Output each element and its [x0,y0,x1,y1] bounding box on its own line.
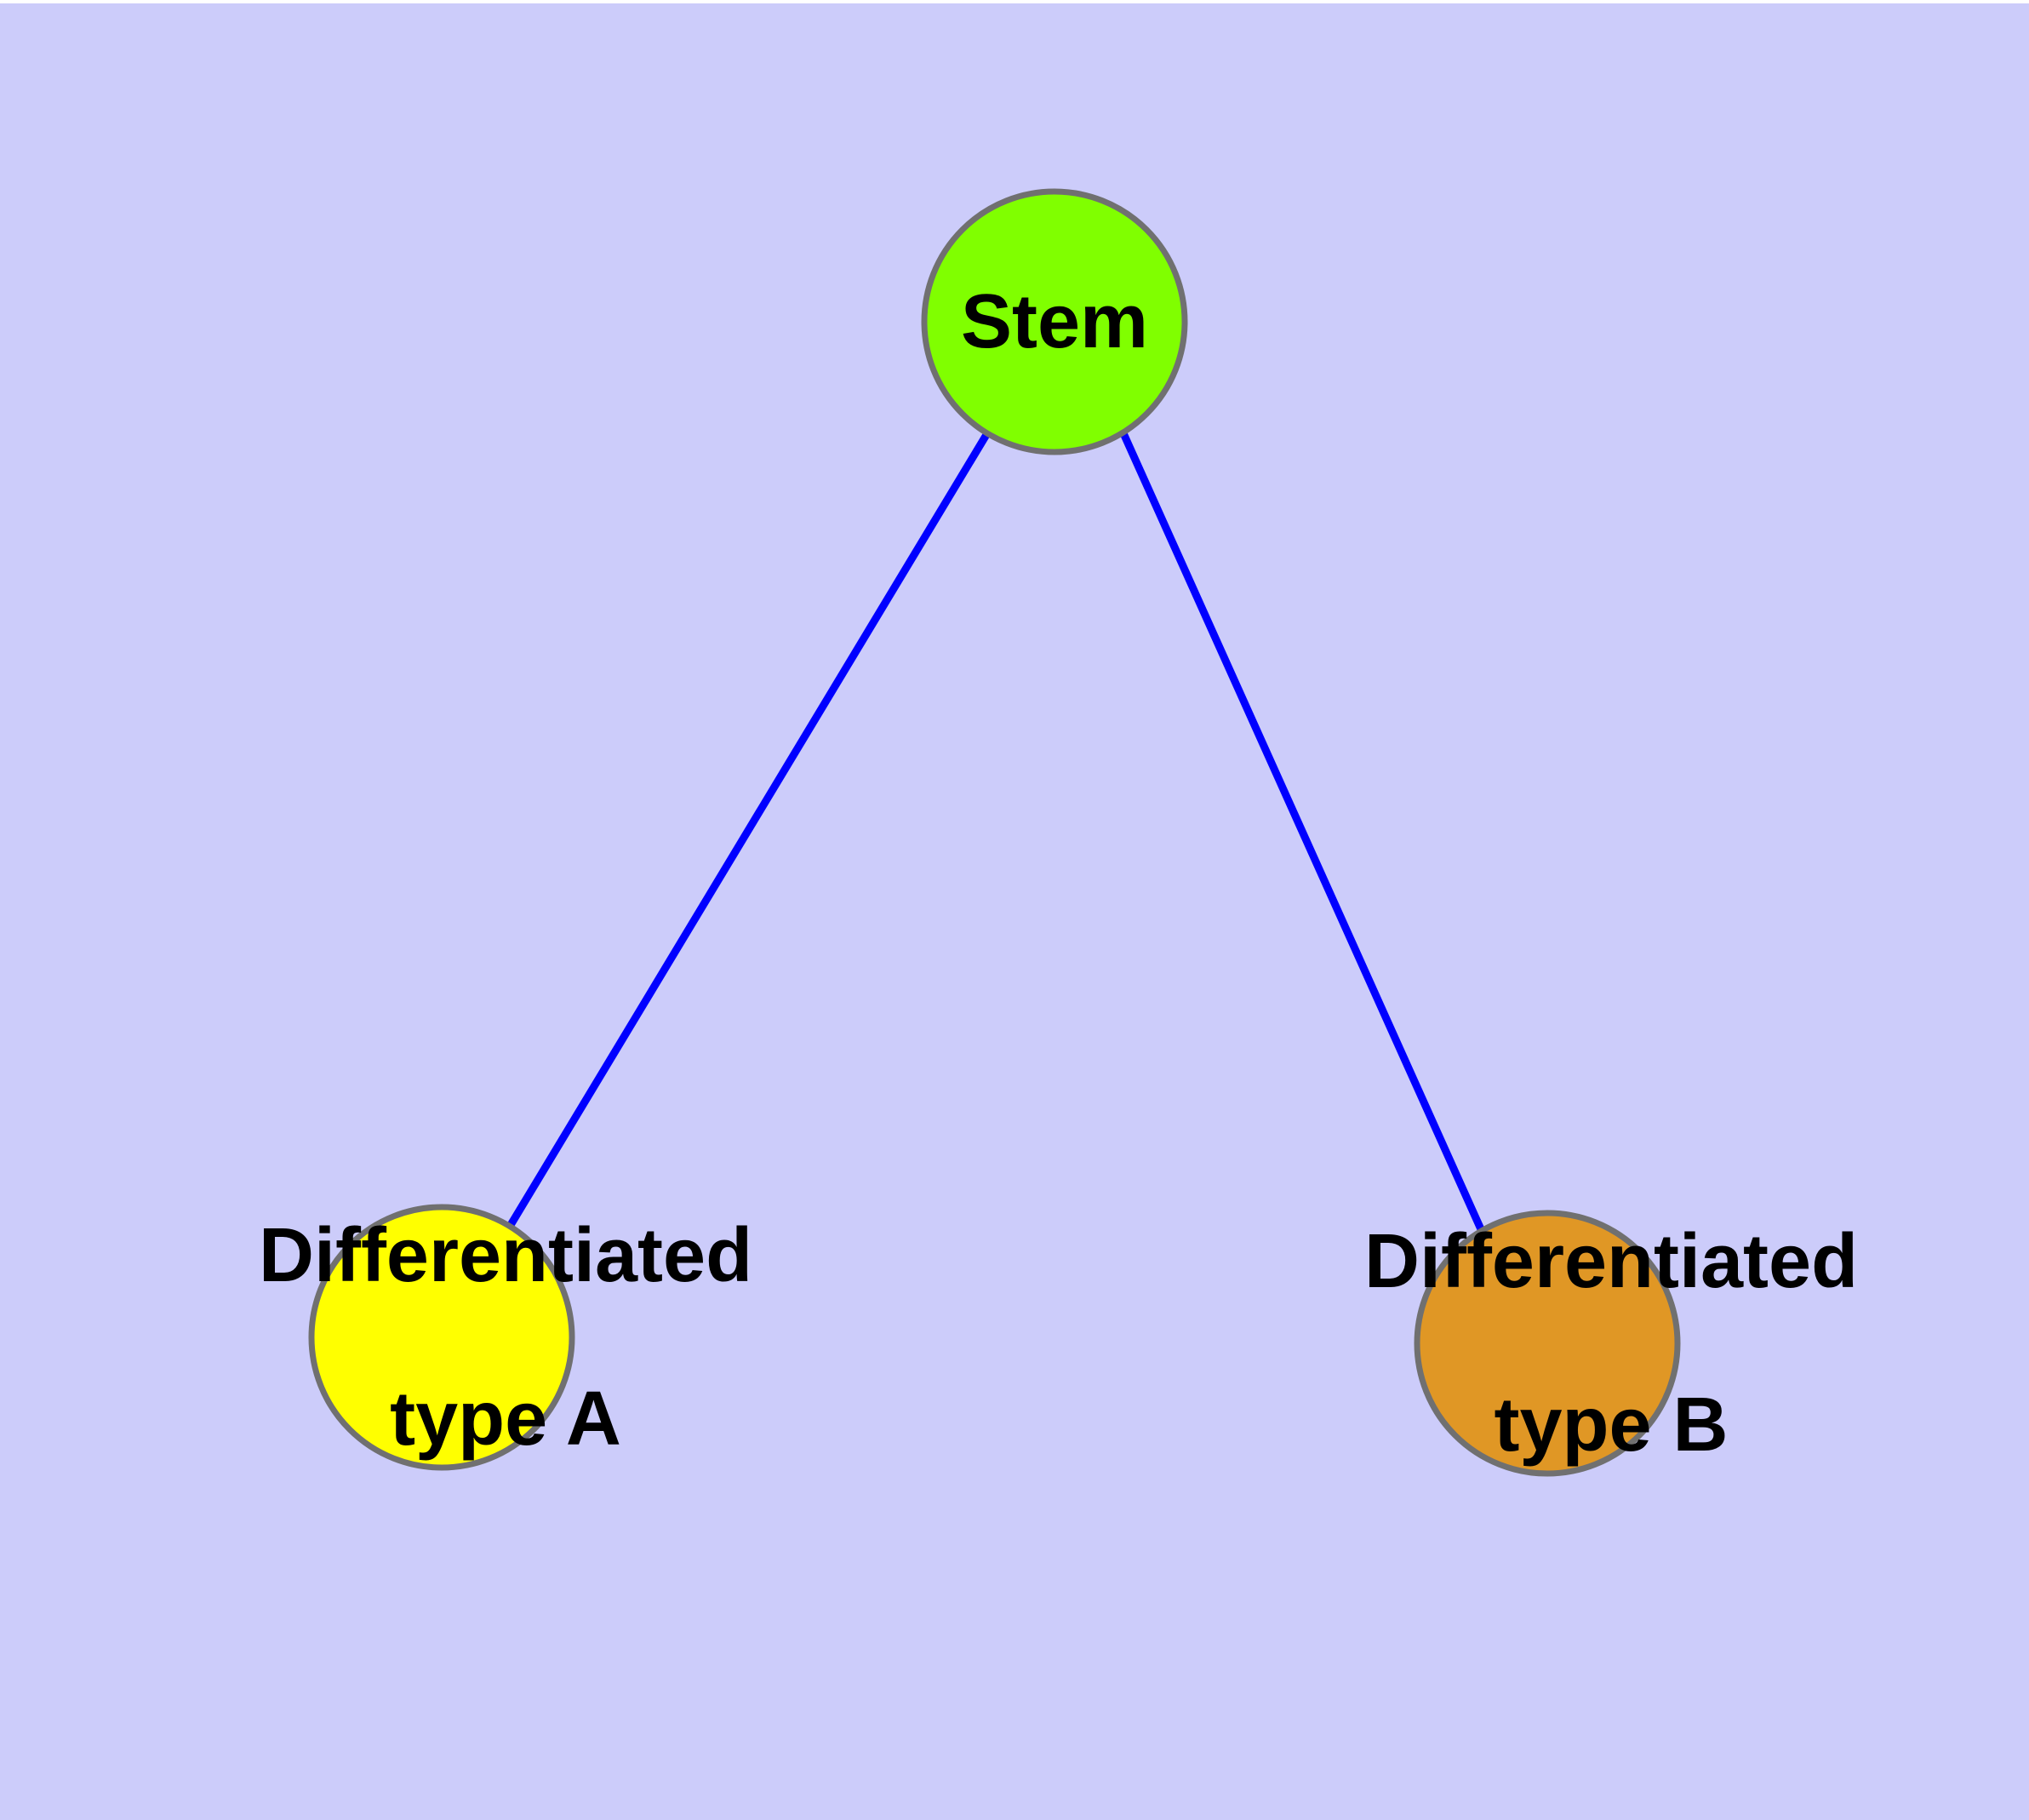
node-group [308,188,1681,1477]
node-stem[interactable] [921,188,1188,455]
edge-stem-to-differentiated-type-b[interactable] [1119,432,1485,1231]
node-differentiated-type-b[interactable] [1414,1210,1681,1477]
edge-group [507,431,1485,1231]
diagram-plot-area: Stem Differentiated type A Differentiate… [0,3,2029,1820]
edge-stem-to-differentiated-type-a[interactable] [507,431,991,1228]
graph-svg [308,188,1681,1477]
node-differentiated-type-a[interactable] [308,1204,575,1471]
